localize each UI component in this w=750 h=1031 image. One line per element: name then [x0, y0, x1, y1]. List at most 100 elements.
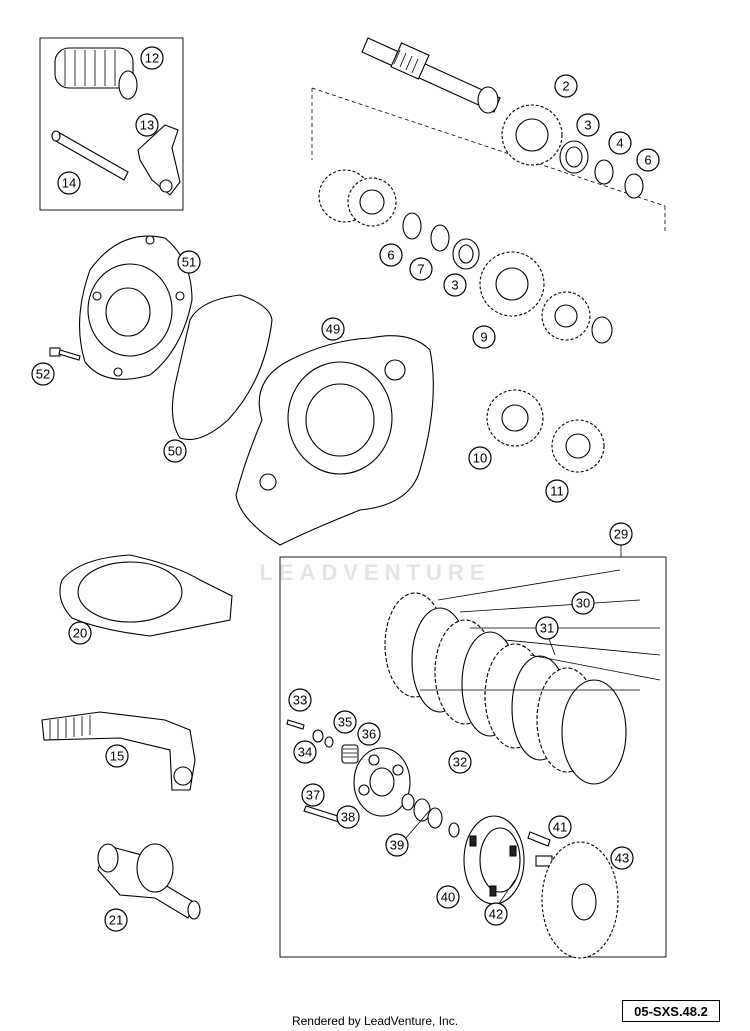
callout-circle	[336, 805, 360, 829]
callout-number: 4	[616, 136, 623, 151]
callout-circle	[608, 131, 632, 155]
washer-7-part	[430, 224, 450, 252]
callout-circle	[609, 522, 633, 546]
callout-circle	[321, 317, 345, 341]
callout-circle	[293, 740, 317, 764]
callout-29: 29	[609, 522, 633, 546]
washer-small-part	[591, 316, 613, 344]
callout-number: 51	[182, 255, 196, 270]
pressure-cap-parts	[286, 719, 359, 824]
callout-number: 31	[540, 621, 554, 636]
callout-number: 36	[362, 727, 376, 742]
callout-35: 35	[333, 710, 357, 734]
callout-number: 50	[168, 444, 182, 459]
callout-circle	[610, 846, 634, 870]
credit-line: Rendered by LeadVenture, Inc.	[291, 1014, 459, 1028]
callout-circle	[545, 479, 569, 503]
callout-circle	[472, 325, 496, 349]
clutch-hub-38-part	[353, 747, 411, 817]
hub-washers-39-part	[401, 793, 460, 838]
callout-circle	[333, 710, 357, 734]
callout-33: 33	[288, 688, 312, 712]
callout-circle	[468, 446, 492, 470]
shift-parts-frame	[39, 37, 184, 211]
spring-42-part	[535, 855, 553, 867]
callout-number: 15	[110, 749, 124, 764]
callout-number: 21	[109, 913, 123, 928]
callout-circle	[436, 885, 460, 909]
callout-42: 42	[484, 902, 508, 926]
callout-circle	[548, 815, 572, 839]
needle-bearing-3a-part	[559, 140, 589, 174]
callout-10: 10	[468, 446, 492, 470]
callout-50: 50	[163, 439, 187, 463]
callout-number: 12	[145, 51, 159, 66]
main-shaft-part	[361, 37, 501, 114]
callout-number: 35	[338, 715, 352, 730]
callout-6a: 6	[636, 148, 660, 172]
callout-number: 10	[473, 451, 487, 466]
callout-number: 37	[306, 788, 320, 803]
callout-12: 12	[140, 46, 164, 70]
callout-number: 52	[36, 367, 50, 382]
callout-circle	[68, 621, 92, 645]
shift-drum-part	[54, 47, 138, 100]
callout-circle	[140, 46, 164, 70]
callout-20: 20	[68, 621, 92, 645]
callout-circle	[104, 908, 128, 932]
callout-circle	[379, 243, 403, 267]
pin-41-part	[527, 831, 551, 847]
diagram-code-label: 05-SXS.48.2	[622, 1000, 720, 1022]
callout-circle	[57, 171, 81, 195]
callout-21: 21	[104, 908, 128, 932]
callout-number: 32	[453, 755, 467, 770]
clutch-plates-part	[384, 569, 661, 785]
callout-number: 38	[341, 810, 355, 825]
bolt-52-part	[49, 347, 81, 361]
callout-14: 14	[57, 171, 81, 195]
callout-3b: 3	[443, 273, 467, 297]
callout-circle	[535, 616, 559, 640]
callout-52: 52	[31, 362, 55, 386]
callout-circle	[443, 273, 467, 297]
callout-2: 2	[554, 74, 578, 98]
callout-circle	[288, 688, 312, 712]
callout-15: 15	[105, 744, 129, 768]
callout-circle	[448, 750, 472, 774]
watermark-text: LEADVENTURE	[259, 560, 491, 585]
gear-small-part	[541, 291, 591, 341]
clutch-cover-51-part	[79, 235, 193, 380]
callout-number: 39	[390, 838, 404, 853]
callout-36: 36	[357, 722, 381, 746]
callout-circle	[357, 722, 381, 746]
cylinder-gasket-20-part	[59, 554, 233, 637]
callout-circle	[385, 833, 409, 857]
callout-13: 13	[135, 113, 159, 137]
gear-2-part	[501, 104, 563, 166]
callout-9: 9	[472, 325, 496, 349]
callout-41: 41	[548, 815, 572, 839]
shift-rod-part	[51, 130, 129, 181]
gear-cluster-part	[318, 169, 397, 227]
callout-number: 3	[584, 118, 591, 133]
callout-30: 30	[571, 591, 595, 615]
callout-11: 11	[545, 479, 569, 503]
needle-bearing-3b-part	[452, 238, 480, 270]
assembly-guide-line	[311, 87, 666, 234]
callout-number: 41	[553, 820, 567, 835]
callout-circle	[301, 783, 325, 807]
callout-number: 29	[614, 527, 628, 542]
callout-circle	[636, 148, 660, 172]
callout-number: 7	[417, 262, 424, 277]
clutch-assembly-frame	[279, 556, 667, 958]
callout-number: 13	[140, 118, 154, 133]
callout-32: 32	[448, 750, 472, 774]
callout-circle	[135, 113, 159, 137]
callout-number: 6	[387, 248, 394, 263]
callout-number: 3	[451, 278, 458, 293]
callout-circle	[576, 113, 600, 137]
callout-40: 40	[436, 885, 460, 909]
callout-circle	[554, 74, 578, 98]
callout-43: 43	[610, 846, 634, 870]
